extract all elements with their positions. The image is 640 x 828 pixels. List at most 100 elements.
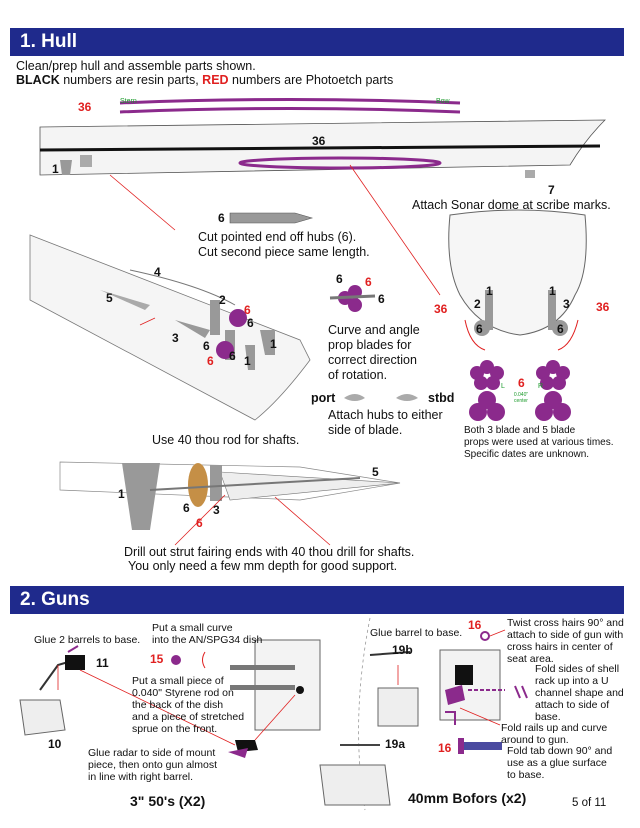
drill-note-2: You only need a few mm depth for good su… — [128, 559, 398, 573]
fold-note-5: base. — [535, 711, 561, 723]
part-7: 7 — [548, 183, 555, 197]
stern-view-36-right: 36 — [596, 300, 610, 314]
hull-intro-line2: BLACK numbers are resin parts, RED numbe… — [16, 73, 393, 88]
prop-note2-2: props were used at various times. — [464, 437, 614, 448]
port-label: port — [311, 391, 336, 405]
gun-part-15: 15 — [150, 652, 164, 666]
stern-view-6-left: 6 — [476, 322, 483, 336]
prop-note-4: of rotation. — [328, 368, 388, 382]
twist-note-2: attach to side of gun with — [507, 629, 624, 641]
curve-note-2: into the AN/SPG34 dish — [152, 634, 263, 646]
rails-note-1: Fold rails up and curve — [501, 722, 608, 734]
hub-note-2: Cut second piece same length. — [198, 245, 370, 259]
title-40mm-bofors: 40mm Bofors (x2) — [408, 790, 527, 806]
title-3in-50: 3" 50's (X2) — [130, 793, 206, 809]
fold-note-4: attach to side of — [535, 699, 610, 711]
prop-right-label: R — [538, 383, 544, 390]
radar-note-3: in line with right barrel. — [88, 771, 194, 783]
twist-note-1: Twist cross hairs 90° and — [507, 617, 624, 629]
callout-1-a: 1 — [270, 337, 277, 351]
callout-3: 3 — [172, 331, 179, 345]
callout-6-red-a: 6 — [244, 303, 251, 317]
styrene-note-4: and a piece of stretched — [132, 711, 245, 723]
prop-part-6-red: 6 — [365, 275, 372, 289]
tab-note-1: Fold tab down 90° and — [507, 745, 613, 757]
callout-2: 2 — [219, 293, 226, 307]
prop-part-6: 6 — [518, 376, 525, 390]
styrene-note-2: 0.040" Styrene rod on — [132, 687, 234, 699]
shaft-note: Use 40 thou rod for shafts. — [152, 433, 300, 447]
intro-mid: numbers are resin parts, — [59, 73, 203, 87]
part-36-photoetch: 36 — [78, 100, 92, 114]
gun-part-11: 11 — [96, 656, 109, 670]
callout-6-red-d: 6 — [207, 354, 214, 368]
stbd-label: stbd — [428, 391, 455, 405]
callout-6-c: 6 — [203, 339, 210, 353]
glue-barrels-note: Glue 2 barrels to base. — [34, 634, 141, 646]
prop-left-label: L — [501, 383, 505, 390]
stern-view-6-right: 6 — [557, 322, 564, 336]
rails-note-2: around to gun. — [501, 734, 569, 746]
stern-view-36-left: 36 — [434, 302, 448, 316]
radar-note-1: Glue radar to side of mount — [88, 747, 216, 759]
callout-6-b: 6 — [247, 316, 254, 330]
callout-1-b: 1 — [244, 354, 251, 368]
stern-label: Stern — [120, 98, 137, 105]
styrene-note-3: the back of the dish — [132, 699, 224, 711]
attach-note-1: Attach hubs to either — [328, 408, 443, 422]
prop-note-1: Curve and angle — [328, 323, 420, 337]
tab-note-2: use as a glue surface — [507, 757, 607, 769]
radar-note-2: piece, then onto gun almost — [88, 759, 218, 771]
stern-view-1-left: 1 — [486, 284, 493, 298]
styrene-note-5: sprue on the front. — [132, 723, 218, 735]
stern-view-2: 2 — [474, 297, 481, 311]
prop-center-spec: 0.040" center — [513, 392, 529, 404]
page-number: 5 of 11 — [572, 797, 607, 809]
section-hull-banner: 1. Hull — [10, 28, 624, 56]
stern-view-3: 3 — [563, 297, 570, 311]
styrene-note-1: Put a small piece of — [132, 675, 224, 687]
prop-note2-1: Both 3 blade and 5 blade — [464, 425, 576, 436]
red-label: RED — [202, 73, 229, 87]
strut-part-6-red: 6 — [196, 516, 203, 530]
sonar-note: Attach Sonar dome at scribe marks. — [412, 198, 611, 212]
callout-6-e: 6 — [229, 349, 236, 363]
hull-intro-line1: Clean/prep hull and assemble parts shown… — [16, 59, 256, 73]
twist-note-4: seat area. — [507, 653, 554, 665]
gun-part-19a: 19a — [385, 737, 406, 751]
callout-4: 4 — [154, 265, 161, 279]
strut-part-5: 5 — [372, 465, 379, 479]
section-guns-banner: 2. Guns — [10, 586, 624, 614]
hub-part-6: 6 — [218, 211, 225, 225]
strut-part-3: 3 — [213, 503, 220, 517]
twist-note-3: cross hairs in center of — [507, 641, 613, 653]
prop-part-6-c: 6 — [378, 292, 385, 306]
stern-view-1-right: 1 — [549, 284, 556, 298]
glue-barrel-note: Glue barrel to base. — [370, 627, 463, 639]
gun-part-16-a: 16 — [468, 618, 482, 632]
prop-note-3: correct direction — [328, 353, 417, 367]
black-label: BLACK — [16, 73, 60, 87]
fold-note-3: channel shape and — [535, 687, 624, 699]
callout-5: 5 — [106, 291, 113, 305]
part-36-hull: 36 — [312, 134, 326, 148]
prop-part-6-a: 6 — [336, 272, 343, 286]
gun-part-19b: 19b — [392, 643, 413, 657]
gun-part-16-b: 16 — [438, 741, 452, 755]
part-1-hull: 1 — [52, 162, 59, 176]
gun-part-10: 10 — [48, 737, 62, 751]
bow-label: Bow — [436, 98, 450, 105]
hub-note-1: Cut pointed end off hubs (6). — [198, 230, 357, 244]
fold-note-1: Fold sides of shell — [535, 663, 620, 675]
intro-end: numbers are Photoetch parts — [228, 73, 394, 87]
curve-note-1: Put a small curve — [152, 622, 233, 634]
strut-part-6: 6 — [183, 501, 190, 515]
strut-part-1: 1 — [118, 487, 125, 501]
tab-note-3: to base. — [507, 769, 545, 781]
drill-note-1: Drill out strut fairing ends with 40 tho… — [124, 545, 415, 559]
attach-note-2: side of blade. — [328, 423, 403, 437]
prop-note2-3: Specific dates are unknown. — [464, 449, 590, 460]
prop-note-2: prop blades for — [328, 338, 412, 352]
